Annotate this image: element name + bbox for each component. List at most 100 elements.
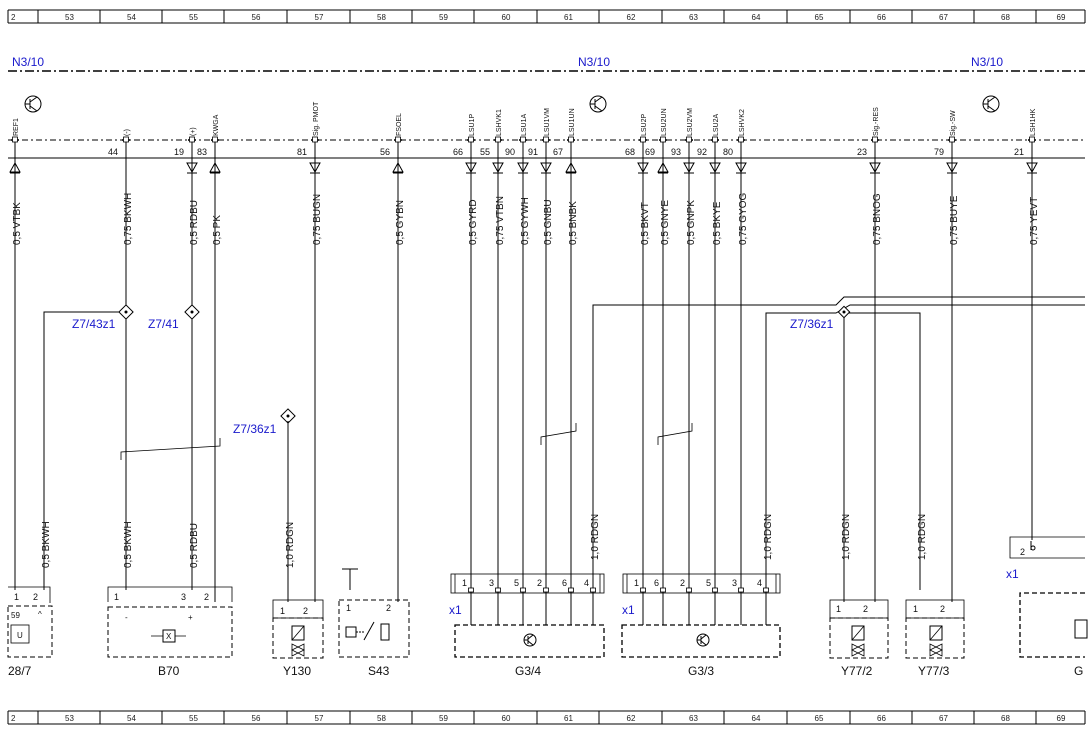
pin-number: 21 [1014,147,1024,157]
component-label[interactable]: G3/4 [515,664,541,678]
component-label[interactable]: 28/7 [8,664,32,678]
twisted-pair-marker [657,423,693,445]
module-label[interactable]: N3/10 [578,55,610,69]
pin-label: 2 [33,592,38,602]
pin-label: 2 [303,606,308,616]
ruler-number: 63 [689,714,698,723]
connector-label[interactable]: x1 [622,603,635,617]
signal-label: LSU2UN [661,108,668,136]
signal-label: KWGA [213,114,220,136]
signal-column[interactable]: (+)190,5 RDBU [174,127,200,590]
splice-label[interactable]: Z7/36z1 [790,317,834,331]
ruler-number: 66 [877,13,886,22]
component-y77-3[interactable]: 1 2 Y77/3 [905,599,965,678]
component-y130[interactable]: 1 2 Y130 [272,599,324,678]
module-label[interactable]: N3/10 [12,55,44,69]
component-label[interactable]: B70 [158,664,180,678]
pin-label: 2 [386,603,391,613]
pin-number: 23 [857,147,867,157]
splice-icon[interactable] [280,408,296,424]
ruler-number: 55 [189,13,198,22]
component-g[interactable]: 2 x1 G [1006,536,1088,678]
wire-label: 0,5 RDBU [189,200,200,245]
ruler-number: 62 [627,714,636,723]
pin-label: 4 [757,578,762,588]
splice-label[interactable]: Z7/36z1 [233,422,277,436]
component-label[interactable]: Y77/2 [841,664,873,678]
wire-label: 0,5 GYBN [395,200,406,245]
pin-label: + [188,613,193,622]
component-b70[interactable]: 1 3 2 - + X B70 [107,586,233,678]
signal-label: LSH1HK [1030,108,1037,136]
pin-label: 6 [562,578,567,588]
signal-column[interactable]: (-)440,75 BKWH [108,129,134,590]
signal-label: (+) [190,127,197,136]
ruler-number: 60 [502,714,511,723]
wire[interactable] [43,311,126,590]
component-label[interactable]: G3/3 [688,664,714,678]
wire[interactable] [592,296,1085,590]
pin-label: 3 [181,592,186,602]
signal-label: LSHVK2 [739,109,746,136]
splice-icon[interactable] [118,304,134,320]
wire-label: 0,5 PK [212,215,223,245]
component-s43[interactable]: 1 2 S43 [338,568,410,678]
wire[interactable] [843,312,921,602]
ruler-number: 66 [877,714,886,723]
wire-label: 1,0 RDGN [917,514,928,560]
splice-label[interactable]: Z7/41 [148,317,179,331]
ruler-number: 67 [939,13,948,22]
twisted-pair-marker [540,423,577,445]
pin-number: 93 [671,147,681,157]
wire-label: 0,75 BNOG [872,193,883,245]
wire-label: 1,0 RDGN [763,514,774,560]
component-y77-2[interactable]: 1 2 Y77/2 [829,599,889,678]
module-label[interactable]: N3/10 [971,55,1003,69]
component-label[interactable]: Y77/3 [918,664,950,678]
transistor-icon [982,95,1000,113]
x-icon: X [166,632,172,641]
component-label[interactable]: S43 [368,664,390,678]
signal-label: Sig.-SW [950,110,957,136]
ruler-number: 65 [815,714,824,723]
pin-label: 4 [584,578,589,588]
splice-label[interactable]: Z7/43z1 [72,317,116,331]
pin-label: 1 [114,592,119,602]
connector-label[interactable]: x1 [449,603,462,617]
transistor-icon [24,95,42,113]
component-28-7[interactable]: 59 2 1 ^ U 28/7 [7,586,53,678]
signal-label: LSU2VM [687,108,694,136]
splice-icon[interactable] [837,305,851,319]
wire[interactable] [765,304,1085,590]
wire-label: 0,5 BKWH [41,521,52,568]
pin-label: 1 [280,606,285,616]
pin-number: 92 [697,147,707,157]
component-label[interactable]: Y130 [283,664,311,678]
connector-label[interactable]: x1 [1006,567,1019,581]
splice-icon[interactable] [184,304,200,320]
ruler-number: 68 [1001,13,1010,22]
component-label[interactable]: G [1074,664,1083,678]
